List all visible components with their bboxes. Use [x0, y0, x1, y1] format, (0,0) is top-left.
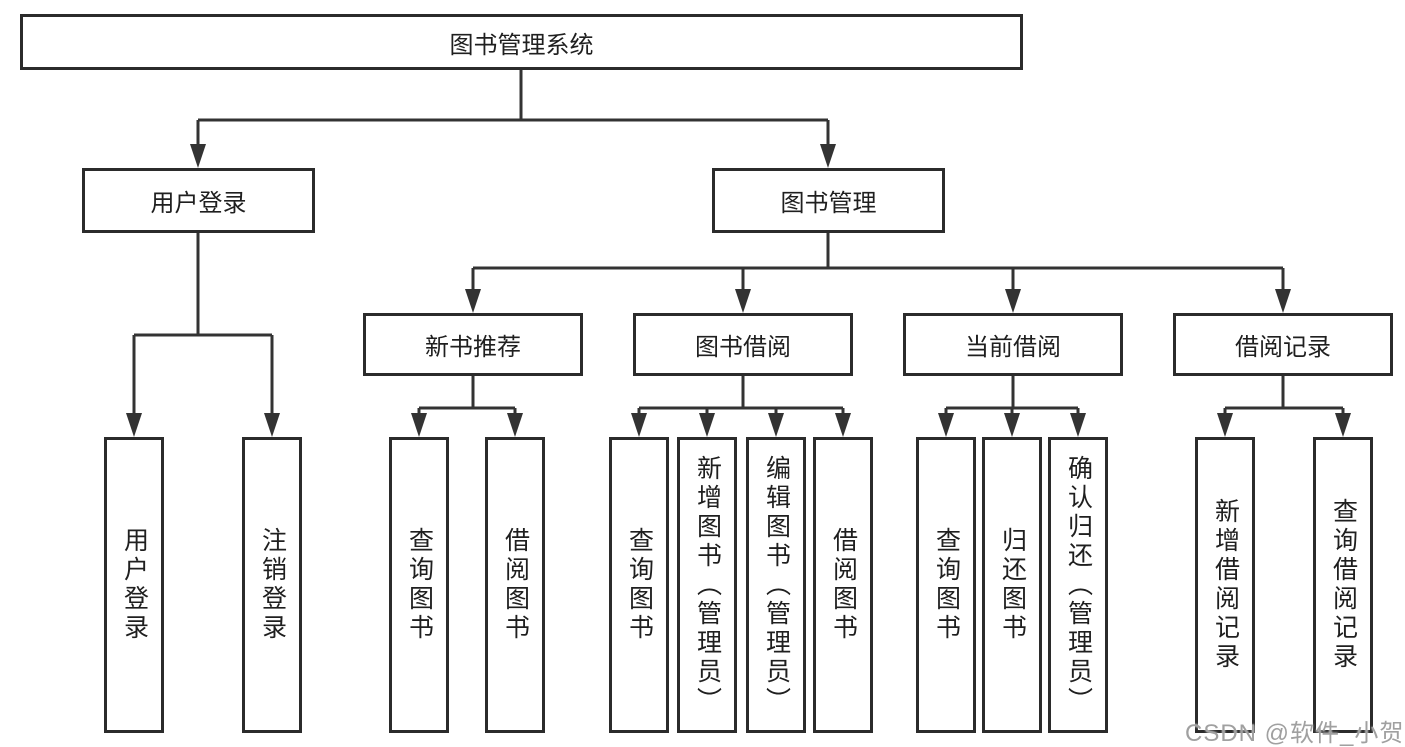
connector-new-book-children [411, 376, 523, 437]
leaf-query-borrow-record: 查询借阅记录 [1313, 437, 1373, 733]
leaf-logout-label: 注销登录 [258, 527, 287, 643]
leaf-query-books-3-label: 查询图书 [932, 527, 961, 643]
connector-user-login-children [126, 233, 280, 437]
node-new-book-recommend: 新书推荐 [363, 313, 583, 376]
leaf-add-books-admin-label: 新增图书（管理员） [693, 454, 722, 716]
leaf-query-books-3: 查询图书 [916, 437, 976, 733]
node-book-management-label: 图书管理 [780, 190, 877, 217]
node-new-book-recommend-label: 新书推荐 [425, 334, 521, 361]
leaf-confirm-return-admin-label: 确认归还（管理员） [1064, 454, 1093, 716]
node-book-borrow-label: 图书借阅 [695, 334, 791, 361]
leaf-query-books-2: 查询图书 [609, 437, 669, 733]
leaf-confirm-return-admin: 确认归还（管理员） [1048, 437, 1108, 733]
node-root-system: 图书管理系统 [20, 14, 1023, 70]
leaf-query-books-1-label: 查询图书 [405, 527, 434, 643]
leaf-user-login-label: 用户登录 [120, 527, 149, 643]
node-root-label: 图书管理系统 [449, 31, 594, 59]
leaf-borrow-books-1-label: 借阅图书 [501, 527, 530, 643]
leaf-return-books: 归还图书 [982, 437, 1042, 733]
leaf-borrow-books-2: 借阅图书 [813, 437, 873, 733]
leaf-query-books-2-label: 查询图书 [625, 527, 654, 643]
leaf-add-borrow-record: 新增借阅记录 [1195, 437, 1255, 733]
node-current-borrow-label: 当前借阅 [965, 334, 1061, 361]
node-user-login: 用户登录 [82, 168, 315, 233]
node-user-login-label: 用户登录 [150, 190, 247, 217]
connector-book-mgmt-children [465, 233, 1291, 313]
connector-current-borrow-children [938, 376, 1086, 437]
node-book-management: 图书管理 [712, 168, 945, 233]
leaf-user-login: 用户登录 [104, 437, 164, 733]
node-borrow-records: 借阅记录 [1173, 313, 1393, 376]
connector-root-to-level2 [190, 69, 836, 168]
leaf-query-borrow-record-label: 查询借阅记录 [1329, 498, 1358, 672]
node-book-borrow: 图书借阅 [633, 313, 853, 376]
leaf-add-books-admin: 新增图书（管理员） [677, 437, 737, 733]
node-borrow-records-label: 借阅记录 [1235, 334, 1331, 361]
leaf-edit-books-admin: 编辑图书（管理员） [746, 437, 806, 733]
csdn-watermark: CSDN @软件_小贺同学 [1185, 720, 1405, 747]
leaf-logout: 注销登录 [242, 437, 302, 733]
leaf-return-books-label: 归还图书 [998, 527, 1027, 643]
leaf-edit-books-admin-label: 编辑图书（管理员） [762, 454, 791, 716]
leaf-query-books-1: 查询图书 [389, 437, 449, 733]
node-current-borrow: 当前借阅 [903, 313, 1123, 376]
leaf-add-borrow-record-label: 新增借阅记录 [1211, 498, 1240, 672]
leaf-borrow-books-1: 借阅图书 [485, 437, 545, 733]
leaf-borrow-books-2-label: 借阅图书 [829, 527, 858, 643]
connector-records-children [1217, 376, 1351, 437]
connector-book-borrow-children [631, 376, 851, 437]
